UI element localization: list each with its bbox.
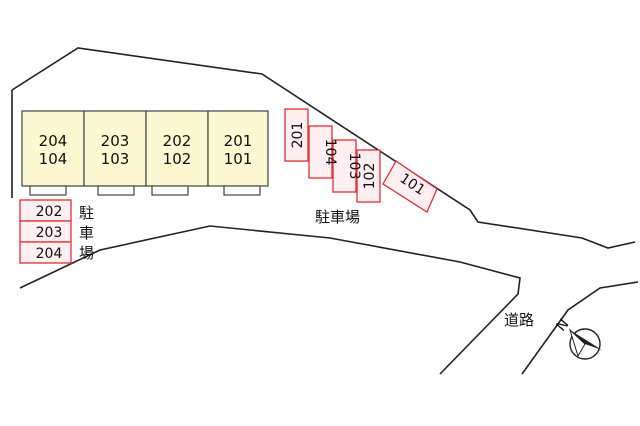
parking-label: 駐車場	[315, 208, 360, 226]
parking-slot	[356, 149, 381, 203]
unit-label-top: 202	[163, 132, 192, 150]
site-boundary	[11, 47, 636, 249]
parking-left: 202 203 204 駐 車 場	[19, 199, 94, 264]
parking-label-char: 駐	[79, 204, 94, 222]
parking-slot-number: 103	[346, 153, 362, 180]
building-unit	[83, 110, 147, 187]
parking-slot	[284, 108, 309, 162]
parking-slot-number: 104	[322, 139, 338, 166]
compass-north-letter: N	[553, 316, 572, 334]
unit-label-top: 203	[101, 132, 130, 150]
unit-label-bottom: 103	[101, 150, 130, 168]
road-edge	[521, 281, 639, 375]
parking-slot-number: 203	[36, 225, 63, 241]
unit-step	[29, 185, 67, 196]
unit-step	[223, 185, 261, 196]
unit-label-top: 204	[39, 132, 68, 150]
unit-label-bottom: 104	[39, 150, 68, 168]
parking-slot	[19, 241, 72, 264]
site-boundary-bottom	[19, 225, 521, 375]
parking-slot	[332, 139, 357, 193]
parking-label-char: 場	[79, 244, 94, 262]
parking-right: 201 104 103 102 101 駐車場	[284, 108, 438, 226]
unit-step	[97, 185, 135, 196]
parking-slot-number: 202	[36, 204, 63, 220]
road-label: 道路	[504, 311, 534, 329]
parking-label-char: 車	[79, 224, 94, 242]
building-unit	[207, 110, 269, 187]
unit-step	[151, 185, 189, 196]
building-unit	[145, 110, 209, 187]
compass-icon: N	[553, 316, 602, 360]
building: 204 104 203 103 202 102 201 101	[21, 110, 269, 196]
unit-label-bottom: 101	[224, 150, 253, 168]
unit-label-top: 201	[224, 132, 253, 150]
unit-label-bottom: 102	[163, 150, 192, 168]
parking-slot	[382, 160, 438, 213]
parking-slot	[308, 125, 333, 179]
parking-slot-number: 204	[36, 246, 63, 262]
building-unit	[21, 110, 85, 187]
parking-slot-number: 201	[290, 122, 306, 149]
parking-slot-number: 102	[362, 163, 378, 190]
